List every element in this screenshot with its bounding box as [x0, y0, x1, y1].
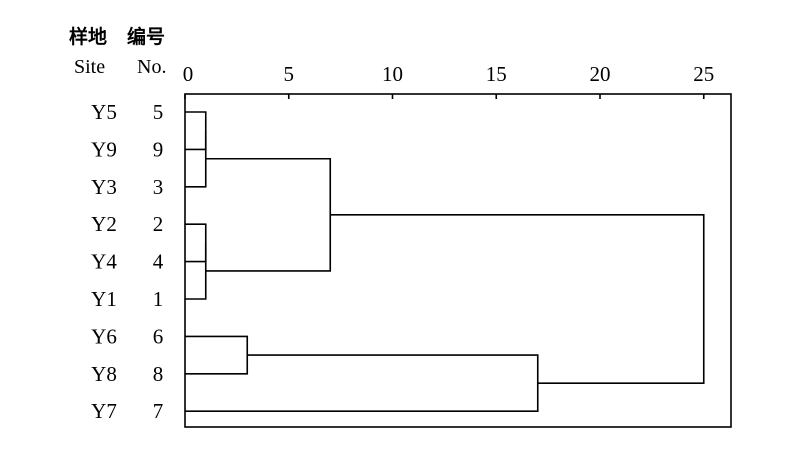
- site-label-y8: Y8: [91, 362, 117, 386]
- branch-c2: [185, 130, 207, 188]
- dendrogram-branches: [185, 111, 705, 412]
- branch-c7: [185, 354, 539, 412]
- no-label-6: 6: [153, 324, 164, 348]
- x-tick-label-25: 25: [693, 62, 714, 86]
- x-tick-label-10: 10: [382, 62, 403, 86]
- no-label-1: 1: [153, 287, 164, 311]
- header-site-en: Site: [74, 56, 105, 78]
- x-tick-label-0: 0: [183, 62, 194, 86]
- site-label-y5: Y5: [91, 100, 117, 124]
- x-axis: 0 5 10 15 20 25: [183, 62, 714, 99]
- leaf-labels: Y5 5Y9 9Y3 3Y2 2Y4 4Y1 1Y6 6Y8 8Y7 7: [91, 100, 164, 423]
- no-label-5: 5: [153, 100, 164, 124]
- header-no-cn: 编号: [127, 25, 165, 48]
- x-tick-label-5: 5: [284, 62, 295, 86]
- no-label-3: 3: [153, 175, 164, 199]
- x-tick-label-15: 15: [486, 62, 507, 86]
- x-tick-label-20: 20: [590, 62, 611, 86]
- branch-c4: [185, 242, 207, 300]
- no-label-2: 2: [153, 212, 164, 236]
- site-label-y6: Y6: [91, 324, 117, 348]
- no-label-9: 9: [153, 137, 164, 161]
- site-label-y2: Y2: [91, 212, 117, 236]
- site-label-y9: Y9: [91, 137, 117, 161]
- plot-frame: [184, 93, 732, 428]
- branch-c6: [185, 335, 249, 375]
- header-site-cn: 样地: [69, 25, 107, 48]
- site-label-y1: Y1: [91, 287, 117, 311]
- branch-c3: [185, 223, 207, 263]
- site-label-y4: Y4: [91, 250, 117, 274]
- branch-c5: [205, 157, 332, 272]
- no-label-7: 7: [153, 399, 164, 423]
- site-label-y3: Y3: [91, 175, 117, 199]
- no-label-4: 4: [153, 250, 164, 274]
- no-label-8: 8: [153, 362, 164, 386]
- header-no-en: No.: [137, 56, 166, 78]
- branch-c1: [185, 111, 207, 151]
- branch-c8: [330, 214, 705, 384]
- site-label-y7: Y7: [91, 399, 117, 423]
